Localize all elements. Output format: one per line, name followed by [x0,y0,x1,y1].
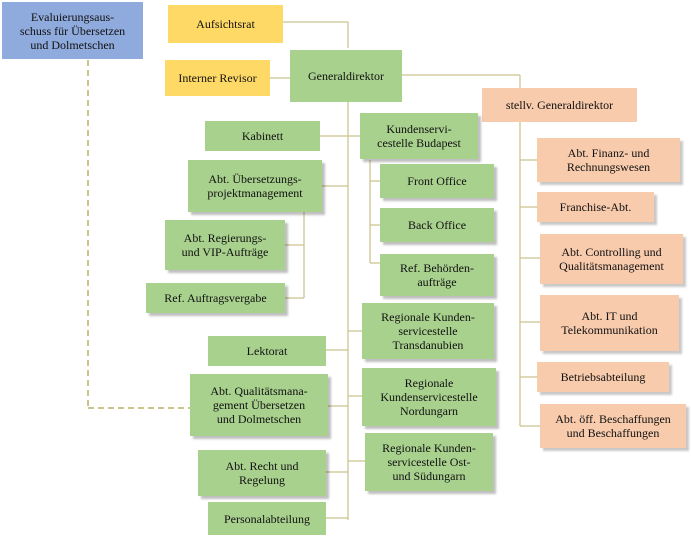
government-vip-orders-box: Abt. Regierungs- und VIP-Aufträge [165,220,285,270]
personnel-box: Personalabteilung [208,502,326,535]
operations-box: Betriebsabteilung [537,362,669,392]
it-telecom-box: Abt. IT und Telekommunikation [540,295,679,351]
regional-north-box: Regionale Kundenservicestelle Nordungarn [362,368,496,426]
deputy-director-general-box: stellv. Generaldirektor [482,88,637,122]
authority-orders-box: Ref. Behörden- aufträge [380,254,494,296]
regional-east-south-box: Regionale Kunden- servicestelle Ost- und… [365,433,493,491]
public-procurement-box: Abt. öff. Beschaffungen und Beschaffunge… [540,404,686,448]
customer-service-budapest-box: Kundenservi- cestelle Budapest [360,113,478,159]
translation-project-mgmt-box: Abt. Übersetzungs- projektmanagement [188,160,322,212]
internal-auditor-box: Interner Revisor [165,60,270,96]
order-allocation-box: Ref. Auftragsvergabe [146,283,285,313]
quality-mgmt-box: Abt. Qualitätsmana- gement Übersetzen un… [190,374,328,436]
front-office-box: Front Office [380,164,494,198]
regional-transdanubia-box: Regionale Kunden- servicestelle Transdan… [362,303,494,359]
controlling-quality-box: Abt. Controlling und Qualitätsmanagement [540,234,683,284]
cabinet-box: Kabinett [205,121,320,151]
supervisory-board-box: Aufsichtsrat [168,5,283,43]
editing-box: Lektorat [208,336,326,366]
director-general-box: Generaldirektor [290,50,402,102]
franchise-box: Franchise-Abt. [537,192,654,222]
evaluation-committee-box: Evaluierungsaus- schuss für Übersetzen u… [2,2,143,59]
back-office-box: Back Office [380,208,494,242]
finance-accounting-box: Abt. Finanz- und Rechnungswesen [537,138,680,182]
law-regulation-box: Abt. Recht und Regelung [198,450,326,496]
